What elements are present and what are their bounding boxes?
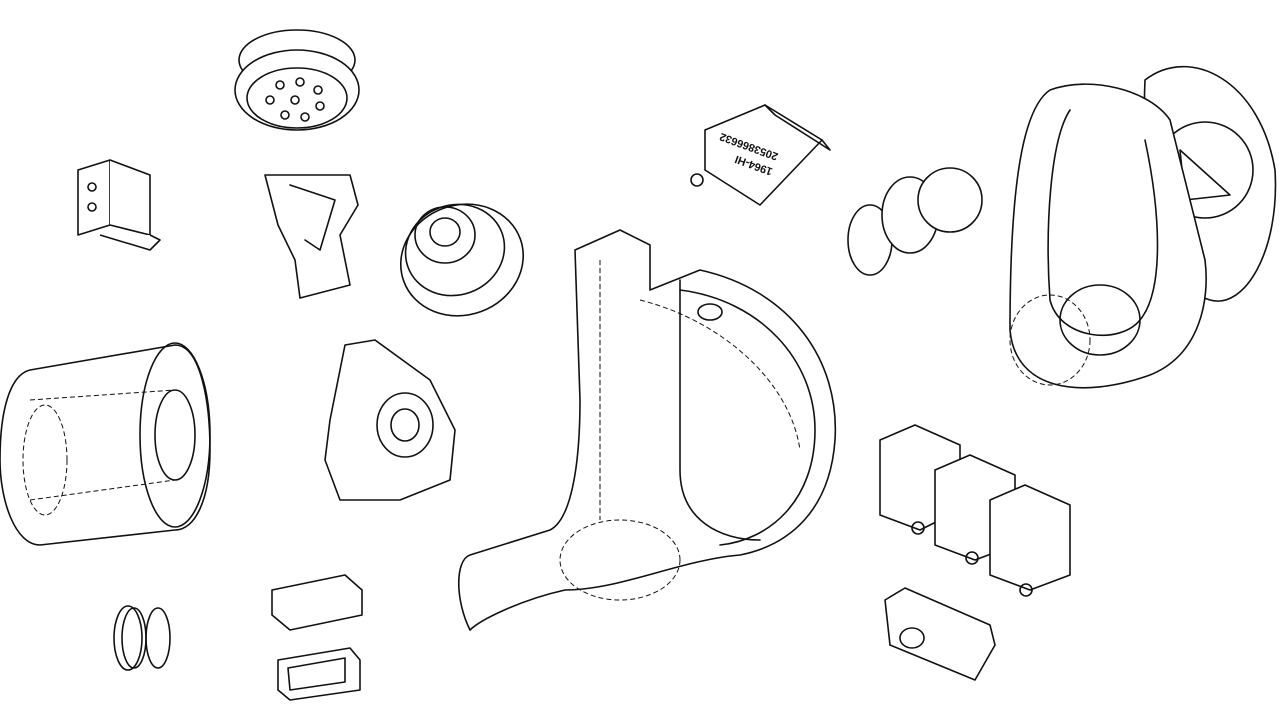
bore-housing xyxy=(324,339,456,501)
spiral-driver xyxy=(399,203,525,317)
faceplate xyxy=(1009,65,1277,389)
acoustic-filters xyxy=(271,574,363,701)
bracket-part xyxy=(77,159,161,251)
angled-housing-part xyxy=(264,174,359,299)
tweeter-box xyxy=(884,587,996,681)
main-shell xyxy=(457,229,837,631)
armature-driver-stack xyxy=(879,424,1071,597)
cylinder-sleeve xyxy=(0,342,211,546)
o-rings xyxy=(113,605,171,671)
nozzle-plug xyxy=(847,167,983,276)
grille-cap xyxy=(234,29,360,131)
balanced-armature-driver: 1964-HI 2053866632 xyxy=(690,104,831,206)
